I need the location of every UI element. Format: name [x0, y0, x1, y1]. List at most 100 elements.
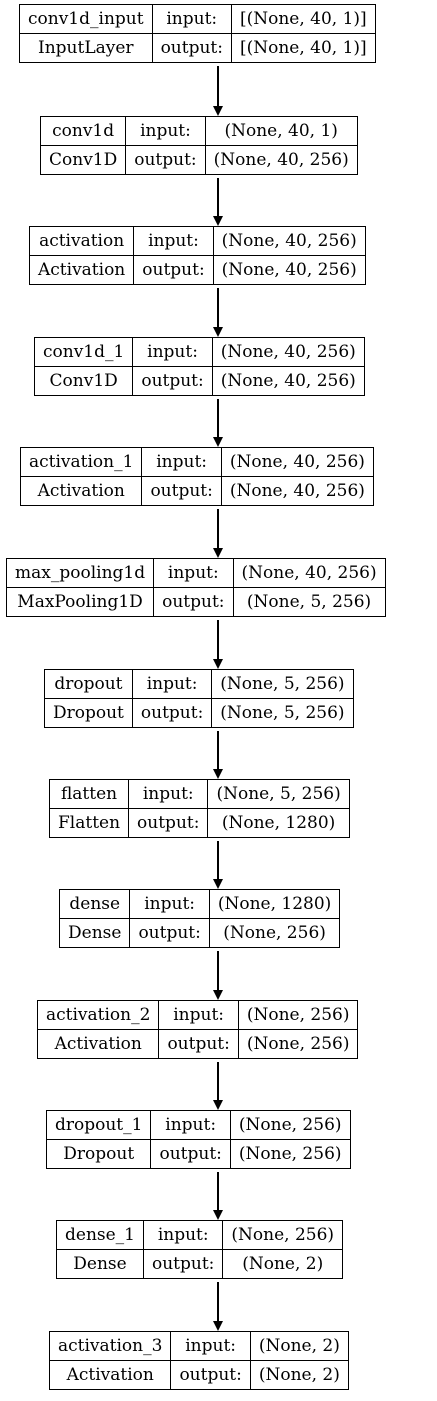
output-shape: (None, 40, 256): [212, 255, 366, 285]
layer-type: InputLayer: [19, 33, 153, 63]
input-shape: (None, 5, 256): [211, 669, 354, 699]
layer-type: Conv1D: [33, 366, 134, 396]
edge-arrow-line: [217, 178, 219, 216]
output-label: output:: [170, 1360, 251, 1390]
output-shape: (None, 2): [222, 1249, 344, 1279]
input-label: input:: [150, 1110, 231, 1140]
layer-type: Dropout: [44, 698, 133, 728]
edge-arrowhead-icon: [213, 106, 223, 116]
output-label: output:: [129, 918, 210, 948]
output-shape: (None, 256): [229, 1139, 351, 1169]
edge-arrow-line: [217, 1172, 219, 1210]
output-label: output:: [142, 1249, 224, 1279]
input-label: input:: [129, 889, 210, 919]
input-label: input:: [170, 1331, 251, 1361]
layer-name: max_pooling1d: [5, 558, 155, 588]
layer-name: activation_2: [36, 1000, 160, 1030]
input-label: input:: [132, 337, 213, 367]
layer-name: activation_3: [48, 1331, 172, 1361]
output-label: output:: [153, 587, 234, 617]
layer-name: activation_1: [19, 447, 143, 477]
edge-arrow-line: [217, 951, 219, 990]
layer-name: conv1d_input: [19, 4, 153, 34]
input-shape: (None, 256): [237, 1000, 359, 1030]
input-label: input:: [131, 669, 213, 699]
layer-type: Conv1D: [39, 145, 127, 175]
layer-type: Activation: [36, 1029, 160, 1059]
layer-type: Activation: [19, 476, 143, 506]
edge-arrow-line: [217, 509, 219, 548]
input-label: input:: [142, 1220, 224, 1250]
edge-arrowhead-icon: [213, 879, 223, 889]
output-label: output:: [133, 255, 214, 285]
output-shape: (None, 40, 256): [204, 145, 358, 175]
edge-arrow-line: [217, 731, 219, 769]
layer-type: Flatten: [48, 808, 130, 838]
input-label: input:: [128, 779, 209, 809]
input-label: input:: [153, 558, 234, 588]
input-shape: (None, 40, 256): [212, 226, 366, 256]
output-shape: (None, 40, 256): [220, 476, 374, 506]
edge-arrowhead-icon: [213, 1321, 223, 1331]
edge-arrow-line: [217, 399, 219, 437]
edge-arrowhead-icon: [213, 216, 223, 226]
input-shape: (None, 40, 1): [204, 116, 358, 146]
input-label: input:: [158, 1000, 239, 1030]
layer-name: dense: [58, 889, 131, 919]
input-shape: (None, 40, 256): [232, 558, 386, 588]
input-label: input:: [141, 447, 222, 477]
edge-arrowhead-icon: [213, 1210, 223, 1220]
edge-arrow-line: [217, 1062, 219, 1100]
input-label: input:: [125, 116, 206, 146]
input-label: input:: [133, 226, 214, 256]
edge-arrowhead-icon: [213, 327, 223, 337]
layer-name: activation: [28, 226, 135, 256]
output-shape: (None, 256): [237, 1029, 359, 1059]
output-label: output:: [150, 1139, 231, 1169]
layer-type: Dense: [56, 1249, 144, 1279]
edge-arrow-line: [217, 1282, 219, 1321]
output-shape: [(None, 40, 1)]: [230, 33, 376, 63]
input-shape: (None, 256): [229, 1110, 351, 1140]
layer-type: Activation: [28, 255, 135, 285]
output-shape: (None, 5, 256): [211, 698, 354, 728]
layer-name: dropout: [44, 669, 133, 699]
output-label: output:: [128, 808, 209, 838]
output-shape: (None, 5, 256): [232, 587, 386, 617]
edge-arrowhead-icon: [213, 437, 223, 447]
output-label: output:: [141, 476, 222, 506]
edge-arrowhead-icon: [213, 548, 223, 558]
input-shape: (None, 5, 256): [207, 779, 350, 809]
layer-name: conv1d: [39, 116, 127, 146]
input-label: input:: [151, 4, 232, 34]
input-shape: (None, 40, 256): [220, 447, 374, 477]
edge-arrow-line: [217, 66, 219, 106]
edge-arrowhead-icon: [213, 659, 223, 669]
layer-type: Dense: [58, 918, 131, 948]
edge-arrowhead-icon: [213, 769, 223, 779]
output-shape: (None, 1280): [207, 808, 350, 838]
output-label: output:: [131, 698, 213, 728]
edge-arrowhead-icon: [213, 990, 223, 1000]
input-shape: (None, 256): [222, 1220, 344, 1250]
edge-arrow-line: [217, 841, 219, 879]
layer-name: dense_1: [56, 1220, 144, 1250]
layer-name: conv1d_1: [33, 337, 134, 367]
edge-arrow-line: [217, 288, 219, 327]
layer-type: MaxPooling1D: [5, 587, 155, 617]
layer-type: Dropout: [45, 1139, 152, 1169]
output-label: output:: [151, 33, 232, 63]
layer-type: Activation: [48, 1360, 172, 1390]
